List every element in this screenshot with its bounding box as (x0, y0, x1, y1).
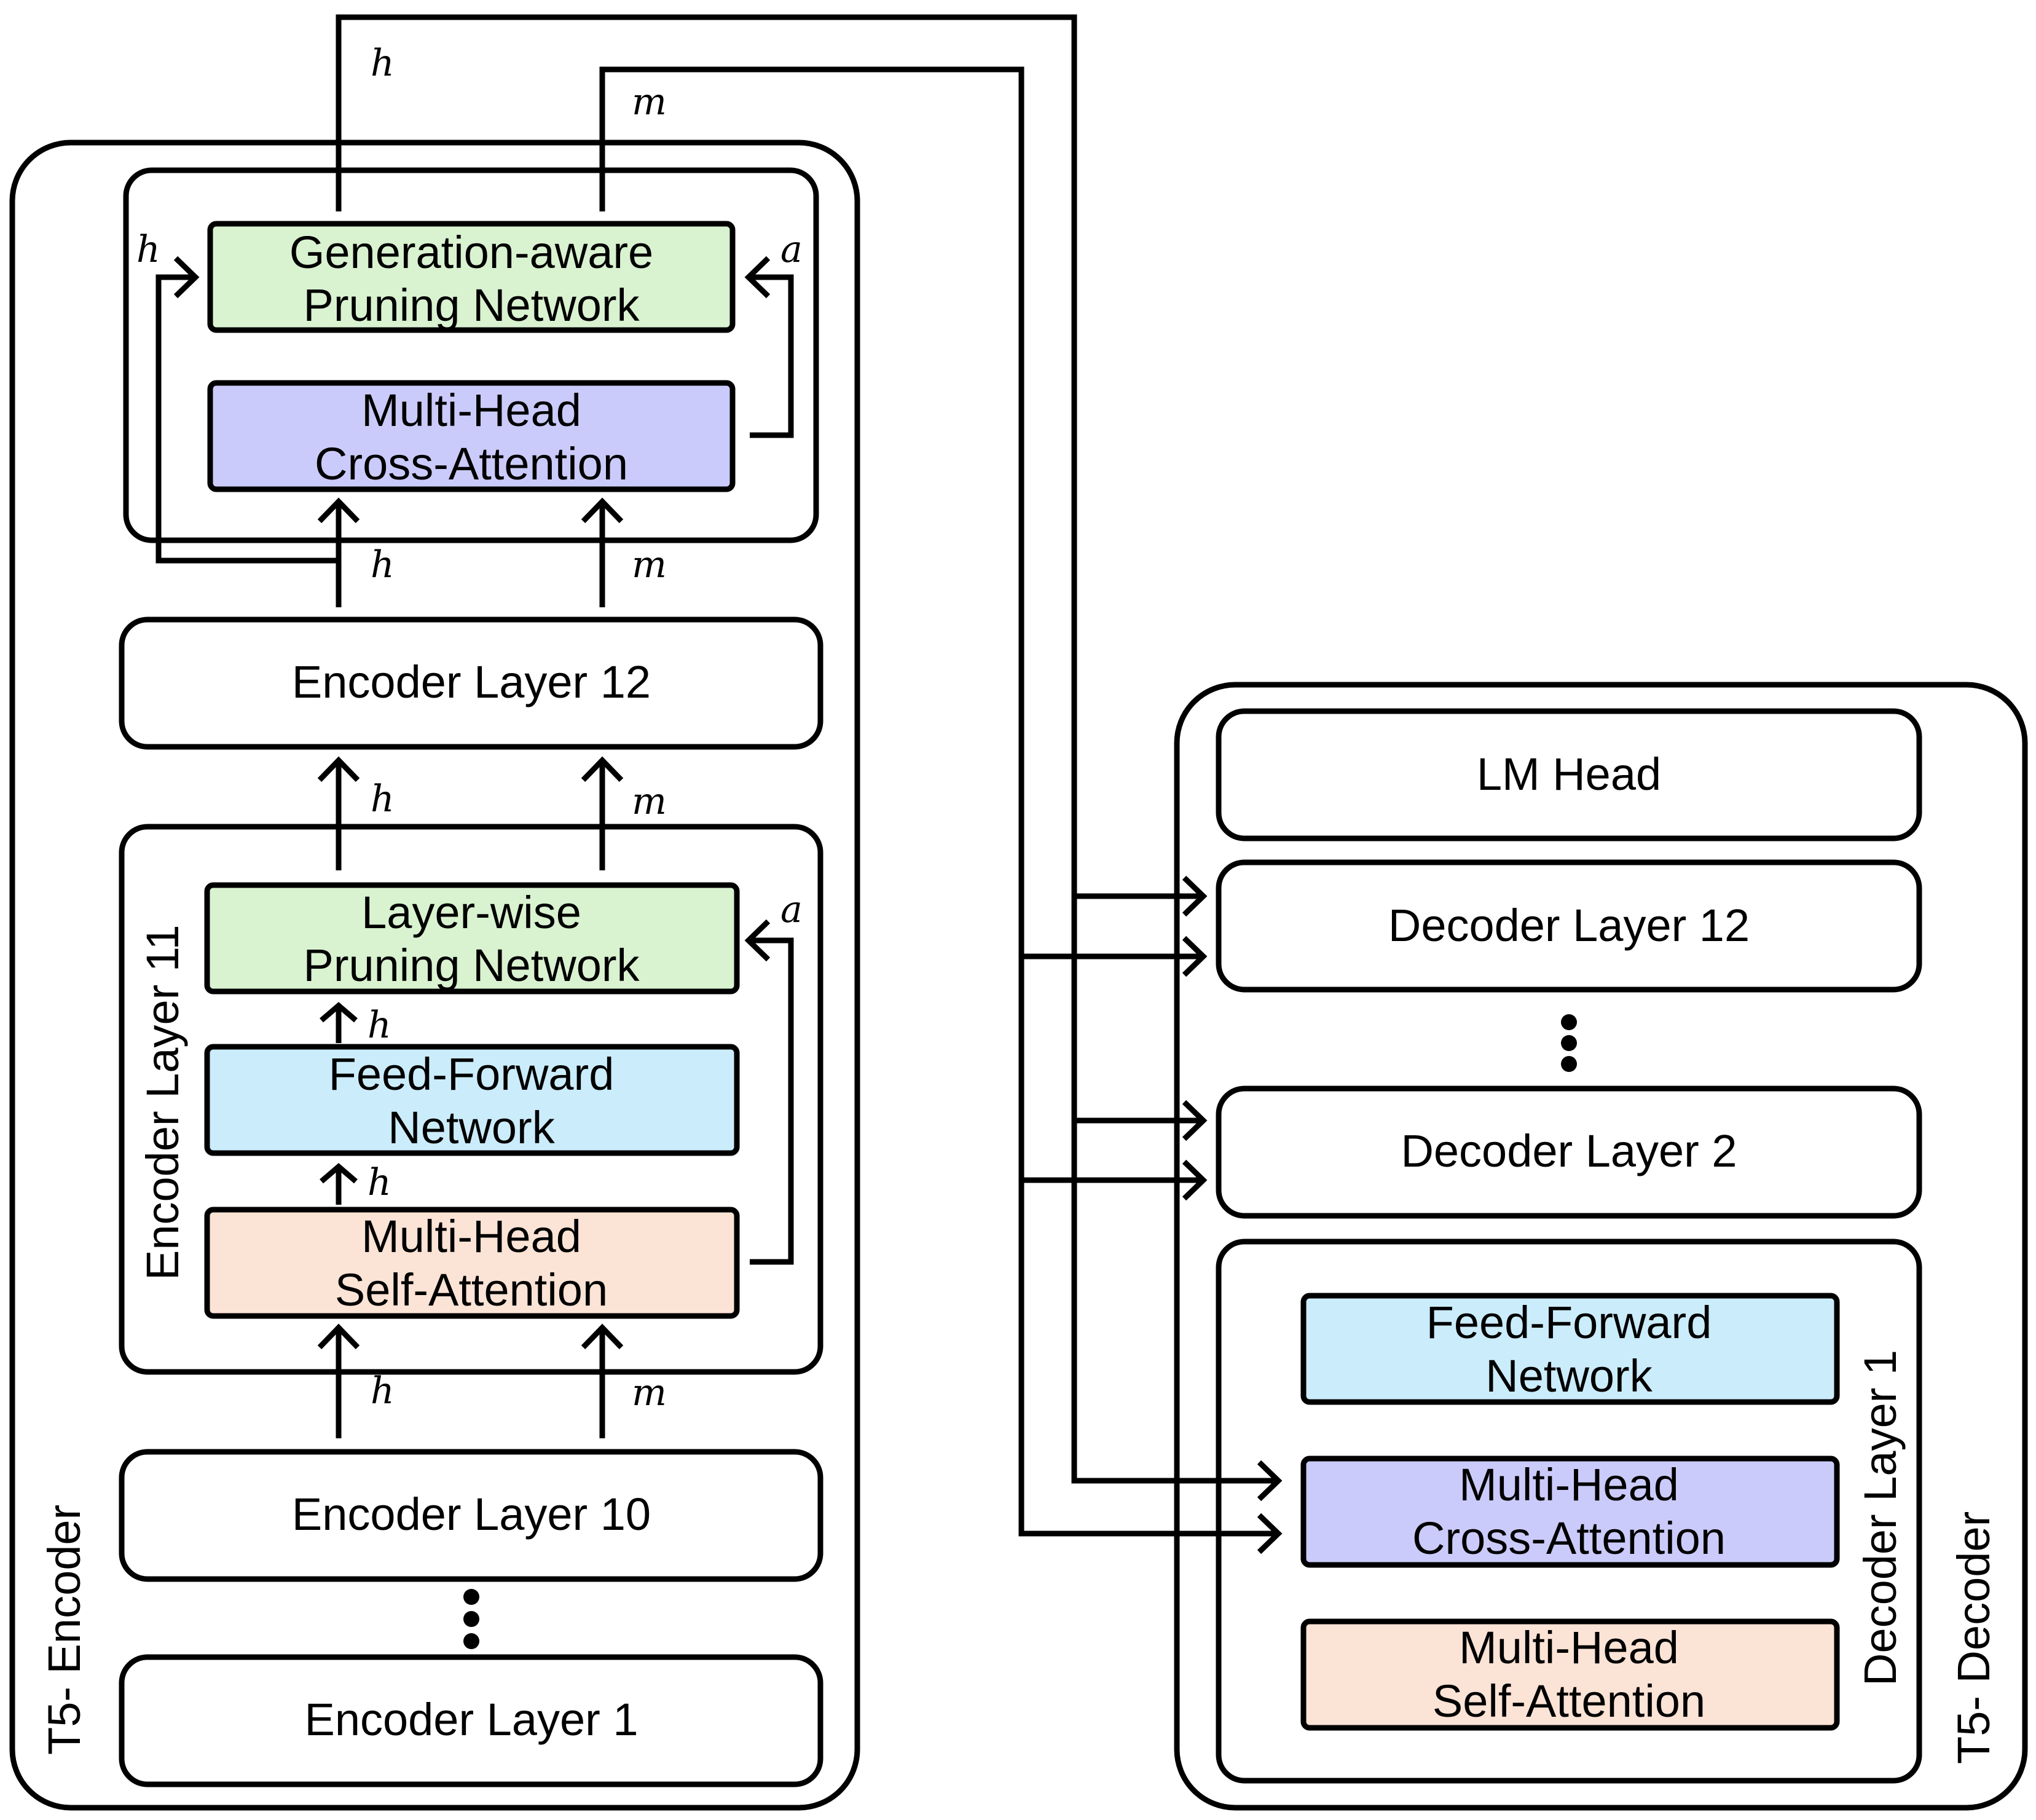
arrow-feed-forward-to-pruning (320, 1002, 358, 1043)
encoder-self-attention-line1: Multi-Head (361, 1211, 581, 1262)
label-m-from-layer-10: m (632, 1371, 667, 1414)
label-h-from-layer-12: h (371, 543, 395, 586)
encoder-feed-forward-line1: Feed-Forward (329, 1049, 615, 1100)
decoder-layer-12-box (1216, 859, 1922, 993)
layer-wise-pruning-network-line2: Pruning Network (303, 940, 640, 991)
label-h-from-self-attention: h (368, 1161, 391, 1204)
decoder-self-attention-line2: Self-Attention (1433, 1676, 1705, 1727)
label-m-from-layer-11: m (632, 780, 667, 823)
decoder-self-attention-line1: Multi-Head (1459, 1622, 1679, 1673)
label-a-into-generation-pruning: a (780, 228, 803, 271)
encoder-title: T5- Encoder (39, 1505, 90, 1755)
encoder-feed-forward-box (204, 1044, 740, 1156)
generation-aware-pruning-network-line1: Generation-aware (289, 227, 653, 278)
generation-aware-pruning-network-line2: Pruning Network (303, 280, 640, 331)
lm-head-label: LM Head (1477, 749, 1661, 800)
decoder-feed-forward-line1: Feed-Forward (1426, 1297, 1712, 1348)
decoder-cross-attention-line1: Multi-Head (1459, 1459, 1679, 1510)
label-m-output: m (632, 81, 667, 124)
arrow-self-attention-to-feed-forward (320, 1163, 358, 1205)
encoder-layer-12-box (119, 617, 823, 750)
label-m-from-layer-12: m (632, 543, 667, 586)
label-h-from-feed-forward: h (368, 1004, 391, 1047)
arrow-a-into-generation-aware-pruning (744, 256, 794, 438)
label-h-from-layer-11: h (371, 778, 395, 821)
decoder-ellipsis (1561, 1014, 1577, 1072)
decoder-self-attention-box (1300, 1618, 1840, 1731)
encoder-layer-10-label: Encoder Layer 10 (292, 1489, 651, 1540)
arrow-m-into-encoder-layer-12 (581, 756, 624, 870)
decoder-layer-1-title: Decoder Layer 1 (1855, 1350, 1906, 1686)
encoder-cross-attention-box (207, 380, 736, 492)
decoder-layer-2-label: Decoder Layer 2 (1401, 1125, 1737, 1176)
encoder-ellipsis (463, 1589, 479, 1649)
decoder-feed-forward-line2: Network (1485, 1350, 1653, 1401)
encoder-layer-12-label: Encoder Layer 12 (292, 656, 651, 707)
decoder-layer-2-box (1216, 1085, 1922, 1219)
encoder-self-attention-line2: Self-Attention (335, 1264, 608, 1315)
encoder-cross-attention-line1: Multi-Head (361, 385, 581, 436)
arrow-h-into-cross-attention (317, 497, 360, 607)
arrow-m-into-cross-attention (581, 497, 624, 607)
arrow-h-into-generation-aware-pruning (155, 256, 339, 564)
layer-wise-pruning-network-line1: Layer-wise (361, 887, 581, 938)
label-h-output: h (371, 42, 395, 85)
layer-wise-pruning-network-box (204, 882, 740, 995)
decoder-feed-forward-box (1300, 1293, 1840, 1405)
decoder-cross-attention-box (1300, 1456, 1840, 1568)
arrow-h-into-encoder-layer-12 (317, 756, 360, 870)
encoder-layer-1-box (119, 1654, 823, 1787)
arrow-a-into-layer-wise-pruning (744, 919, 794, 1265)
encoder-layer-10-box (119, 1449, 823, 1582)
decoder-cross-attention-line2: Cross-Attention (1412, 1513, 1726, 1564)
encoder-feed-forward-line2: Network (388, 1102, 555, 1153)
connector-h-to-decoder (336, 14, 1283, 1502)
arrow-m-into-encoder-layer-11 (581, 1323, 624, 1438)
label-h-into-generation-pruning: h (136, 228, 160, 271)
generation-aware-pruning-network-box (207, 221, 736, 333)
arrow-h-into-encoder-layer-11 (317, 1323, 360, 1438)
encoder-layer-1-label: Encoder Layer 1 (304, 1694, 638, 1745)
label-h-from-layer-10: h (371, 1369, 395, 1412)
label-a-into-layer-wise-pruning: a (780, 888, 803, 931)
lm-head-box (1216, 708, 1922, 841)
connector-m-to-decoder (599, 66, 1283, 1554)
decoder-layer-12-label: Decoder Layer 12 (1388, 900, 1750, 951)
encoder-self-attention-box (204, 1207, 740, 1319)
encoder-cross-attention-line2: Cross-Attention (315, 438, 628, 489)
encoder-layer-11-title: Encoder Layer 11 (137, 924, 188, 1280)
decoder-title: T5- Decoder (1948, 1511, 1999, 1764)
